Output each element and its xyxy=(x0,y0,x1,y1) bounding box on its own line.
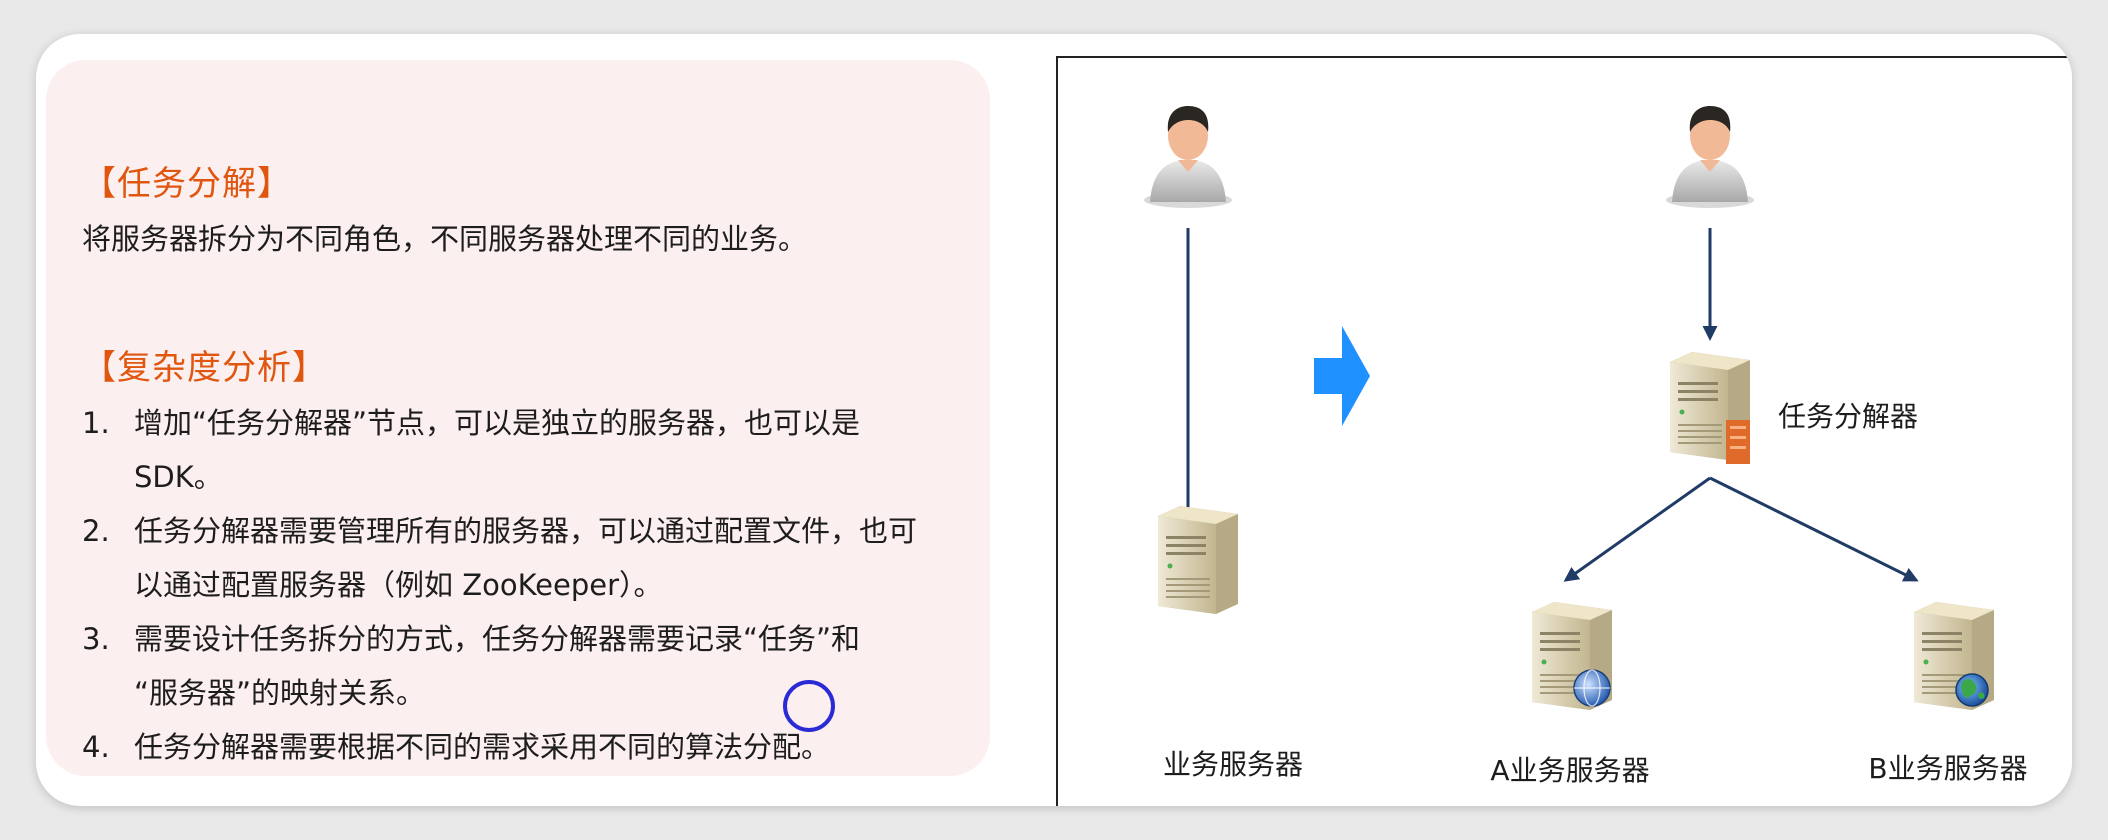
list-item-text: 任务分解器需要根据不同的需求采用不同的算法分配。 xyxy=(134,730,831,764)
user-icon xyxy=(1144,106,1232,208)
list-item-text: “服务器”的映射关系。 xyxy=(134,676,426,710)
list-item-text: 任务分解器需要管理所有的服务器，可以通过配置文件，也可 xyxy=(134,514,918,548)
list-item-number: 1. xyxy=(82,406,110,440)
dispatcher-server-icon xyxy=(1670,352,1750,464)
list-item-number: 2. xyxy=(82,514,110,548)
slide-card: 【任务分解】 将服务器拆分为不同角色，不同服务器处理不同的业务。 【复杂度分析】… xyxy=(36,34,2072,806)
dispatch-arrow-b xyxy=(1709,476,1919,582)
dispatcher-label: 任务分解器 xyxy=(1778,400,1918,433)
dispatch-arrow-a xyxy=(1563,476,1711,582)
list-item-text: 以通过配置服务器（例如 ZooKeeper）。 xyxy=(134,568,663,602)
server-a-label: A业务服务器 xyxy=(1490,754,1649,787)
user-icon xyxy=(1666,106,1754,208)
section-description: 将服务器拆分为不同角色，不同服务器处理不同的业务。 xyxy=(82,222,808,256)
section-title-task-decomposition: 【任务分解】 xyxy=(82,164,292,204)
list-item-text: 需要设计任务拆分的方式，任务分解器需要记录“任务”和 xyxy=(134,622,861,656)
section-title-complexity: 【复杂度分析】 xyxy=(82,348,327,388)
web-server-icon xyxy=(1532,602,1612,710)
cursor-highlight-circle xyxy=(783,680,835,732)
server-icon xyxy=(1158,506,1238,614)
architecture-diagram: 业务服务器 任务分解器 A业务服务器 xyxy=(1144,106,2028,787)
list-item-text: SDK。 xyxy=(134,460,223,494)
left-server-label: 业务服务器 xyxy=(1163,748,1303,781)
diagram-panel: 业务服务器 任务分解器 A业务服务器 xyxy=(1056,56,2072,806)
list-item-number: 4. xyxy=(82,730,110,764)
text-panel: 【任务分解】 将服务器拆分为不同角色，不同服务器处理不同的业务。 【复杂度分析】… xyxy=(46,60,990,776)
server-b-label: B业务服务器 xyxy=(1868,752,2027,785)
list-item-number: 3. xyxy=(82,622,110,656)
list-item-text: 增加“任务分解器”节点，可以是独立的服务器，也可以是 xyxy=(134,406,861,440)
right-arrow-icon xyxy=(1314,326,1370,426)
web-server-icon xyxy=(1914,602,1994,710)
